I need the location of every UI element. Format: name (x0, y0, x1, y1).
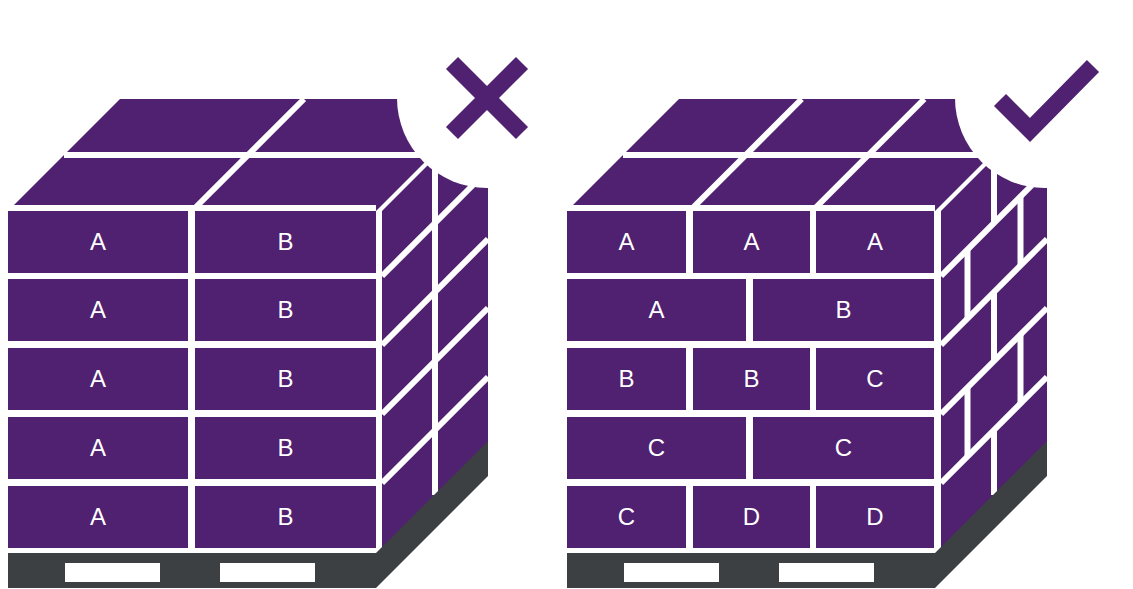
stacked-box: C (816, 348, 934, 410)
stacked-box: A (8, 211, 188, 273)
box-letter: A (90, 436, 106, 460)
box-letter: A (90, 367, 106, 391)
stacked-box: D (693, 486, 810, 548)
box-letter: B (277, 436, 293, 460)
box-letter: C (618, 505, 635, 529)
side-seam (991, 292, 997, 361)
box-letter: C (835, 436, 852, 460)
box-letter: A (618, 230, 634, 254)
cross-badge (397, 8, 577, 188)
stacked-box: A (567, 211, 686, 273)
box-letter: A (90, 505, 106, 529)
stacked-box: B (195, 211, 376, 273)
stacked-box: C (567, 486, 686, 548)
box-letter: B (743, 367, 759, 391)
stacked-box: A (816, 211, 934, 273)
stacked-box: B (195, 279, 376, 341)
box-letter: C (866, 367, 883, 391)
stacked-box: A (8, 348, 188, 410)
stacked-box: C (567, 417, 746, 479)
top-seam (690, 99, 802, 211)
stacked-box: B (753, 279, 934, 341)
pallet-slot (624, 563, 719, 582)
stacked-box: B (195, 417, 376, 479)
stacked-box: A (567, 279, 746, 341)
box-letter: B (618, 367, 634, 391)
box-letter: B (835, 298, 851, 322)
box-letter: B (277, 367, 293, 391)
top-seam (623, 152, 991, 158)
box-letter: D (866, 505, 883, 529)
side-seam (432, 292, 438, 361)
stacked-box: A (8, 279, 188, 341)
side-seam (432, 430, 438, 495)
side-seam (1018, 197, 1024, 266)
side-seam (432, 361, 438, 430)
stacked-box: A (693, 211, 810, 273)
badge-circle (397, 8, 577, 188)
side-seam (965, 388, 971, 457)
box-letter: B (277, 230, 293, 254)
side-seam (1018, 335, 1024, 404)
pallet-stack (567, 99, 1047, 588)
pallet-stack (8, 99, 488, 588)
box-letter: C (648, 436, 665, 460)
box-letter: A (648, 298, 664, 322)
stacked-box: A (8, 486, 188, 548)
check-badge (955, 8, 1133, 188)
pallet-slot (220, 563, 315, 582)
stacked-box: A (8, 417, 188, 479)
stacked-box: B (693, 348, 810, 410)
stacked-box: B (195, 348, 376, 410)
stacked-box: B (567, 348, 686, 410)
top-seam (192, 99, 304, 211)
side-seam (991, 430, 997, 495)
stacked-box: C (753, 417, 934, 479)
side-seam (965, 250, 971, 319)
stacked-box: B (195, 486, 376, 548)
pallet-side (376, 441, 488, 588)
box-letter: B (277, 298, 293, 322)
badge-circle (955, 8, 1133, 188)
cross-icon (452, 63, 522, 133)
side-seam (432, 223, 438, 292)
pallet-side (935, 441, 1047, 588)
pallet-base (567, 553, 935, 588)
top-seam (812, 99, 924, 211)
box-letter: B (277, 505, 293, 529)
box-letter: A (90, 230, 106, 254)
stacked-box: D (816, 486, 934, 548)
pallet-base (8, 553, 376, 588)
box-letter: A (90, 298, 106, 322)
pallet-slot (65, 563, 160, 582)
box-letter: A (743, 230, 759, 254)
box-letter: A (867, 230, 883, 254)
check-icon (1000, 66, 1093, 130)
box-letter: D (743, 505, 760, 529)
pallet-slot (779, 563, 874, 582)
